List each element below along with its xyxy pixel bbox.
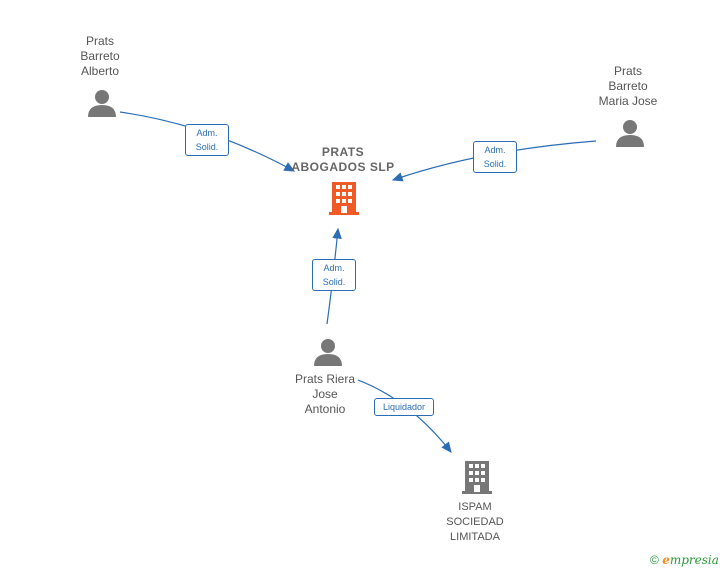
- person-label-p3-line-3: Antonio: [304, 402, 346, 416]
- center-company-label[interactable]: PRATS ABOGADOS SLP: [280, 145, 406, 175]
- edge-label-e4-line-1: Liquidador: [382, 402, 426, 412]
- person-icon-p2[interactable]: [616, 119, 644, 147]
- person-icon-p3[interactable]: [314, 338, 342, 366]
- edge-label-e2-line-2: Solid.: [483, 159, 507, 169]
- edge-label-e4[interactable]: Liquidador: [374, 398, 434, 416]
- company-label-ispam-line-2: SOCIEDAD: [446, 516, 504, 528]
- person-label-p3[interactable]: Prats Riera Jose Antonio: [282, 372, 368, 417]
- building-icon-center[interactable]: [329, 182, 359, 215]
- center-company-label-line-2: ABOGADOS SLP: [291, 160, 395, 174]
- company-label-ispam-line-1: ISPAM: [458, 501, 492, 513]
- copyright-symbol: ©: [650, 553, 659, 567]
- edge-label-e2-line-1: Adm.: [484, 145, 506, 155]
- person-label-p1-line-3: Alberto: [80, 64, 120, 78]
- person-label-p2[interactable]: Prats Barreto Maria Jose: [587, 64, 669, 109]
- person-label-p3-line-1: Prats Riera: [294, 372, 356, 386]
- edge-label-e1-line-1: Adm.: [196, 128, 218, 138]
- edge-label-e3-line-2: Solid.: [322, 277, 346, 287]
- person-label-p1[interactable]: Prats Barreto Alberto: [60, 34, 140, 79]
- edge-label-e3-line-1: Adm.: [323, 263, 345, 273]
- edge-line-liquidador: [357, 379, 452, 453]
- company-label-ispam-line-3: LIMITADA: [450, 531, 500, 543]
- brand-e: e: [662, 553, 670, 567]
- person-label-p3-line-2: Jose: [312, 387, 338, 401]
- brand-logo[interactable]: © empresia: [650, 553, 719, 567]
- person-label-p1-line-1: Prats: [85, 34, 114, 48]
- edge-label-e2[interactable]: Adm. Solid.: [473, 141, 517, 173]
- building-icon-ispam[interactable]: [462, 461, 492, 494]
- brand-rest: mpresia: [669, 553, 719, 567]
- company-label-ispam[interactable]: ISPAM SOCIEDAD LIMITADA: [430, 500, 520, 545]
- person-label-p2-line-2: Barreto: [608, 79, 648, 93]
- edge-label-e1[interactable]: Adm. Solid.: [185, 124, 229, 156]
- person-icon-p1[interactable]: [88, 89, 116, 117]
- person-label-p2-line-1: Prats: [613, 64, 642, 78]
- edge-label-e3[interactable]: Adm. Solid.: [312, 259, 356, 291]
- person-label-p1-line-2: Barreto: [80, 49, 120, 63]
- person-label-p2-line-3: Maria Jose: [598, 94, 658, 108]
- center-company-label-line-1: PRATS: [321, 145, 365, 159]
- edge-label-e1-line-2: Solid.: [195, 142, 219, 152]
